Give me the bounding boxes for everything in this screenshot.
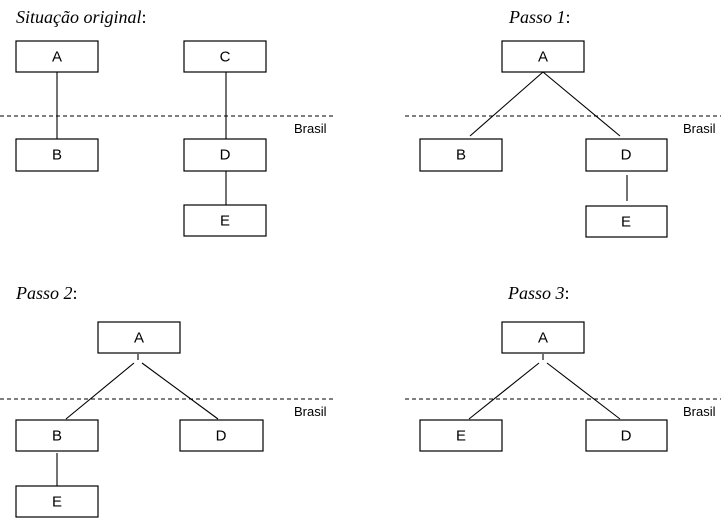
node-d: D bbox=[585, 138, 668, 172]
svg-text:D: D bbox=[216, 428, 227, 445]
panel-title: Situação original: bbox=[16, 7, 147, 27]
node-e: E bbox=[419, 419, 503, 452]
node-e: E bbox=[15, 485, 99, 518]
svg-text:A: A bbox=[538, 49, 548, 66]
panel-passo-2: Passo 2: Brasil A B D E bbox=[0, 283, 336, 518]
svg-text:B: B bbox=[456, 147, 466, 164]
node-e: E bbox=[183, 204, 267, 237]
svg-text:A: A bbox=[134, 330, 144, 347]
brasil-label: Brasil bbox=[294, 404, 327, 419]
brasil-label: Brasil bbox=[683, 404, 716, 419]
node-e: E bbox=[585, 205, 668, 238]
svg-text:B: B bbox=[52, 428, 62, 445]
svg-text:D: D bbox=[621, 147, 632, 164]
node-d: D bbox=[183, 138, 267, 172]
svg-text:E: E bbox=[220, 213, 230, 230]
node-a: A bbox=[97, 321, 181, 354]
edge-a-d bbox=[542, 71, 621, 137]
node-b: B bbox=[419, 138, 503, 172]
node-c: C bbox=[183, 40, 267, 73]
edge-a-e bbox=[468, 362, 540, 420]
node-a: A bbox=[501, 40, 585, 73]
panel-title: Passo 3: bbox=[507, 283, 570, 303]
panel-title: Passo 2: bbox=[15, 283, 78, 303]
node-b: B bbox=[15, 138, 99, 172]
node-d: D bbox=[585, 419, 668, 452]
svg-text:B: B bbox=[52, 147, 62, 164]
brasil-label: Brasil bbox=[294, 121, 327, 136]
edge-a-b bbox=[65, 362, 135, 420]
node-b: B bbox=[15, 419, 99, 452]
edge-a-d bbox=[546, 362, 621, 420]
svg-text:E: E bbox=[52, 494, 62, 511]
svg-text:C: C bbox=[220, 49, 231, 66]
node-a: A bbox=[501, 321, 585, 354]
panel-title: Passo 1: bbox=[508, 7, 571, 27]
svg-text:D: D bbox=[220, 147, 231, 164]
brasil-label: Brasil bbox=[683, 121, 716, 136]
panel-original: Situação original: Brasil A C B D E bbox=[0, 7, 336, 237]
node-a: A bbox=[15, 40, 99, 73]
edge-a-b bbox=[469, 71, 544, 137]
svg-text:E: E bbox=[456, 428, 466, 445]
edge-a-d bbox=[141, 362, 219, 420]
svg-text:A: A bbox=[538, 330, 548, 347]
panel-passo-3: Passo 3: Brasil A E D bbox=[405, 283, 721, 452]
node-d: D bbox=[179, 419, 264, 452]
panel-passo-1: Passo 1: Brasil A B D E bbox=[405, 7, 721, 238]
svg-text:E: E bbox=[621, 214, 631, 231]
svg-text:D: D bbox=[621, 428, 632, 445]
svg-text:A: A bbox=[52, 49, 62, 66]
